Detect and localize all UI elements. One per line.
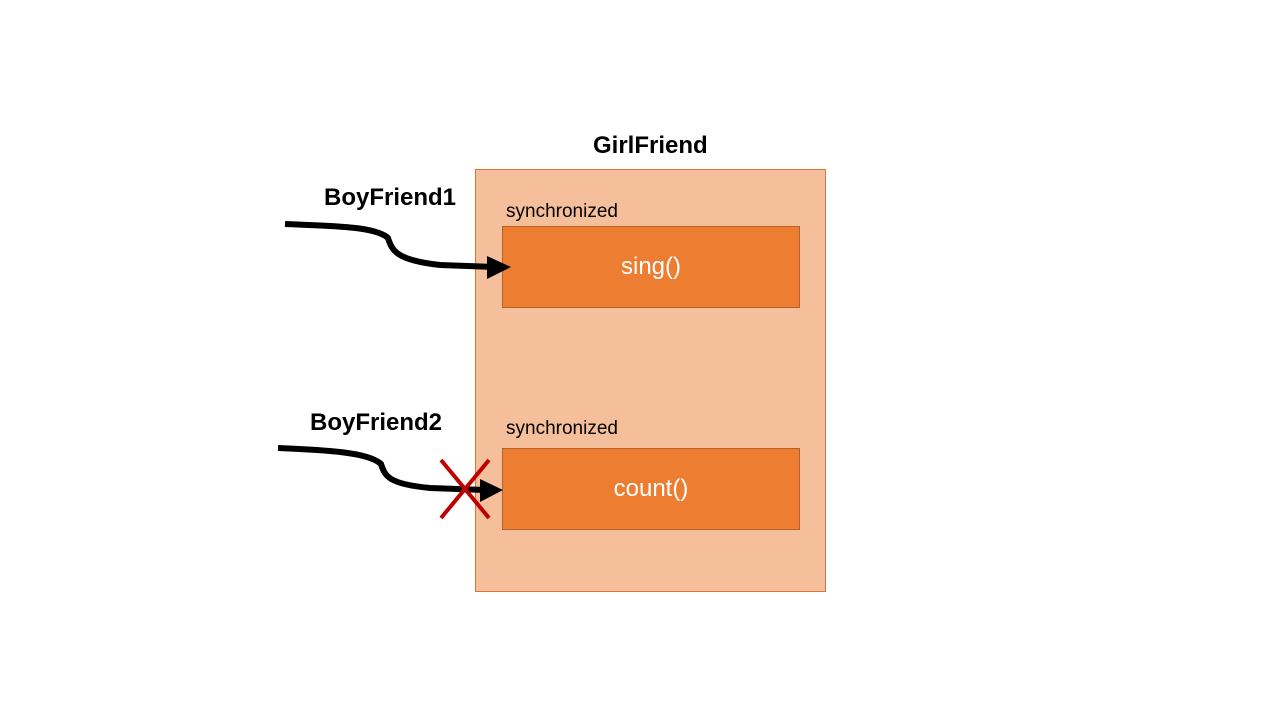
method-box-sing: sing() — [502, 226, 800, 308]
thread-label-1: BoyFriend1 — [324, 184, 457, 211]
thread-2-arrow-line — [277, 445, 486, 493]
method-modifier-2: synchronized — [506, 418, 618, 439]
method-box-count: count() — [502, 448, 800, 530]
method-name-sing: sing() — [620, 253, 681, 280]
thread-label-2: BoyFriend2 — [310, 409, 443, 436]
method-modifier-1: synchronized — [506, 201, 618, 222]
object-title: GirlFriend — [593, 132, 708, 159]
method-name-count: count() — [613, 475, 689, 502]
thread-1-arrow-line — [284, 221, 496, 270]
